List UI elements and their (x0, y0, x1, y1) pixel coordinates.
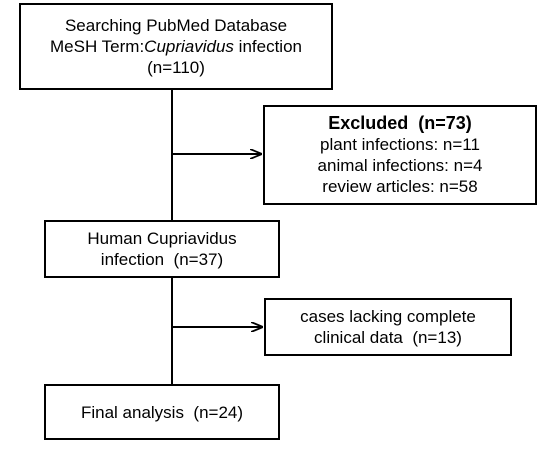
search-line-2-suffix: infection (233, 37, 302, 56)
excluded-box: Excluded (n=73) plant infections: n=11 a… (263, 105, 537, 205)
search-line-2-italic: Cupriavidus (144, 37, 234, 56)
search-line-3: (n=110) (147, 58, 205, 77)
lacking-data-box: cases lacking complete clinical data (n=… (264, 298, 512, 356)
human-infection-box: Human Cupriavidus infection (n=37) (44, 220, 280, 278)
lacking-line-1: cases lacking complete (300, 307, 476, 326)
human-line-2: infection (n=37) (100, 250, 224, 269)
final-analysis-box: Final analysis (n=24) (44, 384, 280, 440)
human-line-1: Human Cupriavidus (87, 229, 237, 248)
excluded-item-animal: animal infections: n=4 (317, 156, 483, 175)
search-line-2-prefix: MeSH Term: (50, 37, 145, 56)
excluded-item-review: review articles: n=58 (322, 177, 478, 196)
excluded-item-plant: plant infections: n=11 (320, 135, 480, 154)
excluded-title: Excluded (n=73) (328, 113, 472, 133)
lacking-line-2: clinical data (n=13) (314, 328, 462, 347)
search-line-2: MeSH Term:Cupriavidus infection (50, 36, 302, 57)
search-line-1: Searching PubMed Database (64, 16, 288, 35)
final-line-1: Final analysis (n=24) (80, 402, 244, 422)
search-box: Searching PubMed Database MeSH Term:Cupr… (19, 3, 333, 90)
